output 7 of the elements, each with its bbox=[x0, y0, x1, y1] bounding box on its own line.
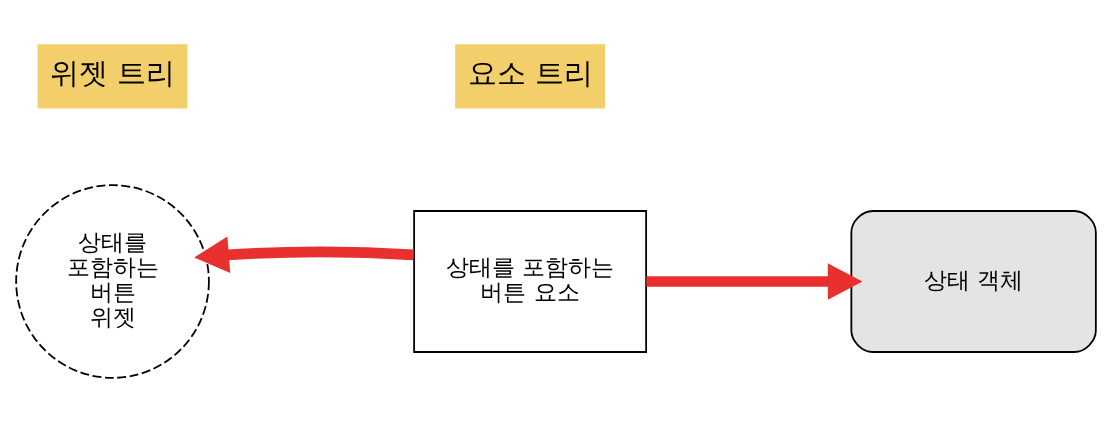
node-box: 상태를 포함하는 버튼 요소 bbox=[413, 210, 647, 353]
label: 요소 트리 bbox=[467, 56, 593, 91]
arrow bbox=[646, 263, 863, 300]
node-box: 상태 객체 bbox=[850, 210, 1097, 353]
label: 위젯 트리 bbox=[49, 56, 176, 91]
node-circle: 상태를 포함하는 버튼 위젯 bbox=[15, 184, 210, 379]
arrow bbox=[194, 236, 414, 273]
